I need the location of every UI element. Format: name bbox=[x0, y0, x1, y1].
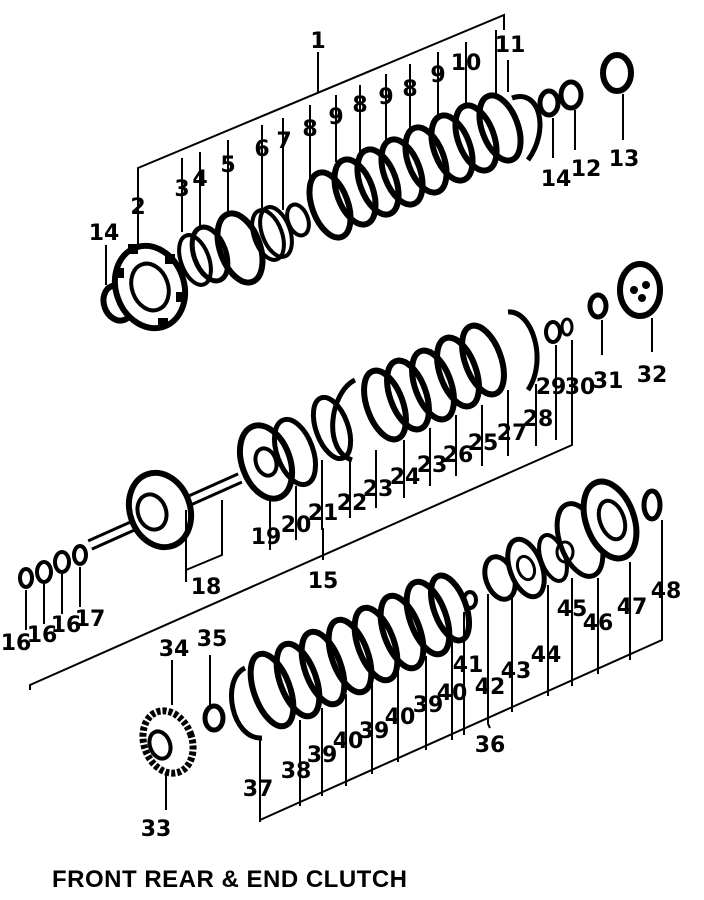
callout-c40a: 40 bbox=[333, 729, 364, 754]
callout-c25: 25 bbox=[468, 431, 499, 456]
callout-c31: 31 bbox=[593, 369, 624, 394]
callout-c39a: 39 bbox=[307, 743, 338, 768]
part-18-hub-shaft bbox=[87, 469, 243, 551]
callout-c19: 19 bbox=[251, 525, 282, 550]
callout-c39b: 39 bbox=[359, 719, 390, 744]
part-30-ring bbox=[560, 317, 574, 337]
callout-c29: 29 bbox=[536, 375, 567, 400]
callout-c6: 6 bbox=[254, 137, 269, 162]
part-19-piston bbox=[236, 422, 296, 502]
callout-c48: 48 bbox=[651, 579, 682, 604]
callout-c36: 36 bbox=[475, 733, 506, 758]
callout-c33: 33 bbox=[141, 817, 172, 842]
part-41-ring bbox=[462, 590, 478, 610]
callout-c28: 28 bbox=[523, 407, 554, 432]
callout-c40b: 40 bbox=[385, 705, 416, 730]
callout-c24: 24 bbox=[390, 465, 421, 490]
part-7-snap-ring bbox=[285, 202, 311, 238]
callout-c17: 17 bbox=[75, 607, 106, 632]
callout-c23a: 23 bbox=[363, 477, 394, 502]
callout-c16a: 16 bbox=[1, 631, 32, 656]
callout-c15: 15 bbox=[308, 569, 339, 594]
callout-c12: 12 bbox=[571, 157, 602, 182]
callout-c11: 11 bbox=[495, 33, 526, 58]
callout-c20: 20 bbox=[281, 513, 312, 538]
callout-c9a: 9 bbox=[328, 105, 343, 130]
callout-c45: 45 bbox=[557, 597, 588, 622]
callout-c42: 42 bbox=[475, 675, 506, 700]
part-47-clutch-drum bbox=[580, 478, 640, 562]
callout-c4: 4 bbox=[192, 167, 207, 192]
part-22-snap-ring bbox=[330, 377, 357, 463]
callout-c8a: 8 bbox=[302, 117, 317, 142]
part-35-nut bbox=[202, 703, 226, 733]
callout-c38: 38 bbox=[281, 759, 312, 784]
callout-c27: 27 bbox=[497, 421, 528, 446]
part-33-gear bbox=[139, 707, 197, 777]
callout-c16c: 16 bbox=[51, 613, 82, 638]
part-48-ring bbox=[641, 488, 663, 522]
callout-c37: 37 bbox=[243, 777, 274, 802]
callout-c40c: 40 bbox=[437, 681, 468, 706]
callout-c47: 47 bbox=[617, 595, 648, 620]
part-2-clutch-drum bbox=[111, 242, 189, 332]
part-12-ring bbox=[558, 79, 584, 111]
part-31-washer bbox=[587, 292, 609, 320]
part-6-spring bbox=[250, 205, 294, 262]
callout-c39c: 39 bbox=[413, 693, 444, 718]
callout-c7: 7 bbox=[276, 129, 291, 154]
part-23-27-clutch-plates bbox=[361, 322, 507, 443]
callout-c44: 44 bbox=[531, 643, 562, 668]
part-10-retaining-plate bbox=[476, 92, 524, 164]
callout-c16b: 16 bbox=[27, 623, 58, 648]
part-45-ring bbox=[555, 540, 575, 564]
callout-c10: 10 bbox=[451, 51, 482, 76]
callout-c3: 3 bbox=[174, 177, 189, 202]
callout-c9c: 9 bbox=[430, 63, 445, 88]
part-29-ring bbox=[544, 320, 562, 344]
part-14b-ring bbox=[537, 88, 561, 118]
callout-c14a: 14 bbox=[89, 221, 120, 246]
callout-c18: 18 bbox=[191, 575, 222, 600]
part-32-thrust-plate bbox=[617, 261, 663, 319]
part-16-17-washers bbox=[18, 544, 88, 589]
callout-c2: 2 bbox=[130, 195, 145, 220]
rear-clutch-assembly bbox=[18, 261, 663, 690]
callout-c43: 43 bbox=[501, 659, 532, 684]
callout-c9b: 9 bbox=[378, 85, 393, 110]
callout-c32: 32 bbox=[637, 363, 668, 388]
callout-c8c: 8 bbox=[402, 77, 417, 102]
callout-c23b: 23 bbox=[417, 453, 448, 478]
callout-c13: 13 bbox=[609, 147, 640, 172]
diagram-caption: FRONT REAR & END CLUTCH bbox=[52, 866, 408, 893]
end-clutch-assembly bbox=[139, 478, 663, 822]
part-21-ring bbox=[310, 394, 354, 462]
callout-c1: 1 bbox=[310, 29, 325, 54]
part-37-snap-ring bbox=[228, 665, 263, 741]
part-28-snap-ring bbox=[507, 309, 540, 392]
part-3-ring bbox=[177, 233, 213, 287]
part-8-9-clutch-plates bbox=[306, 102, 500, 241]
part-11-snap-ring bbox=[511, 94, 543, 162]
part-13-thrust-washer bbox=[600, 52, 634, 94]
front-clutch-assembly bbox=[100, 13, 634, 332]
callout-c22: 22 bbox=[337, 491, 368, 516]
callout-c14b: 14 bbox=[541, 167, 572, 192]
callout-c34: 34 bbox=[159, 637, 190, 662]
callout-c30: 30 bbox=[565, 375, 596, 400]
part-38-41-clutch-plates bbox=[247, 572, 473, 730]
callout-bracket-1 bbox=[137, 13, 505, 178]
callout-c46: 46 bbox=[583, 611, 614, 636]
callout-c35: 35 bbox=[197, 627, 228, 652]
part-20-spring-retainer bbox=[271, 416, 319, 488]
callout-c41: 41 bbox=[453, 653, 484, 678]
callout-c21: 21 bbox=[308, 501, 339, 526]
callout-c5: 5 bbox=[220, 153, 235, 178]
callout-c8b: 8 bbox=[352, 93, 367, 118]
callout-c26: 26 bbox=[443, 443, 474, 468]
